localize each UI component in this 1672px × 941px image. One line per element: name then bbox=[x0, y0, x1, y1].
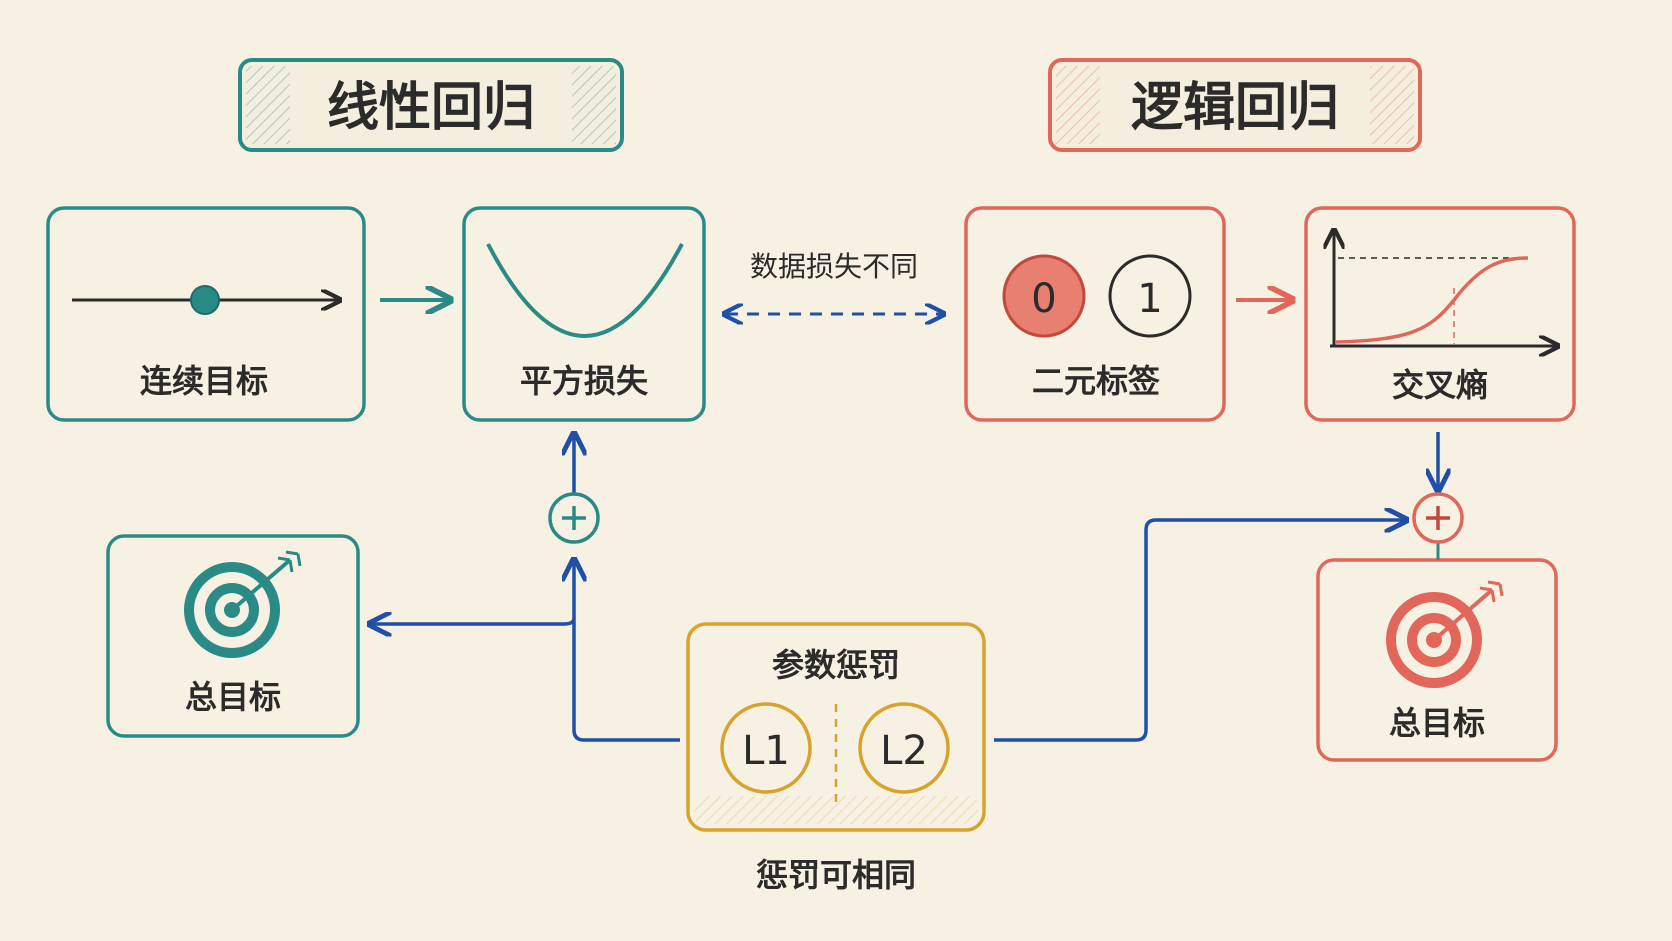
box-logistic-objective: 总目标 bbox=[1316, 558, 1558, 762]
title-logistic-hatch-left bbox=[1056, 66, 1100, 144]
box-linear-objective-frame bbox=[106, 534, 360, 738]
sigmoid-curve-icon bbox=[1330, 232, 1556, 346]
box-parameter-penalty: 参数惩罚 L1 L2 bbox=[686, 622, 986, 832]
data-loss-note: 数据损失不同 bbox=[750, 250, 918, 283]
penalty-l2-text: L2 bbox=[880, 728, 928, 774]
penalty-l2-circle bbox=[858, 702, 950, 794]
penalty-to-logistic-connector bbox=[994, 520, 1404, 742]
label-zero-digit: 0 bbox=[1031, 276, 1056, 322]
penalty-frame bbox=[686, 622, 986, 832]
box-binary-labels: 0 1 二元标签 bbox=[964, 206, 1226, 422]
title-linear-hatch-right bbox=[572, 66, 616, 144]
label-zero-circle bbox=[1002, 254, 1086, 338]
box-linear-objective: 总目标 bbox=[106, 534, 360, 738]
title-linear-hatch-left bbox=[246, 66, 290, 144]
title-logistic: 逻辑回归 bbox=[1048, 58, 1422, 152]
data-loss-comparison: 数据损失不同 bbox=[726, 250, 942, 314]
target-arrow-icon bbox=[184, 550, 302, 658]
plus-icon bbox=[548, 492, 600, 544]
penalty-l1-text: L1 bbox=[742, 728, 790, 774]
title-logistic-frame bbox=[1048, 58, 1422, 152]
cross-entropy-label: 交叉熵 bbox=[1392, 366, 1488, 404]
box-cross-entropy-frame bbox=[1304, 206, 1576, 422]
box-squared-loss: 平方损失 bbox=[462, 206, 706, 422]
logistic-objective-label: 总目标 bbox=[1389, 704, 1485, 742]
box-binary-labels-frame bbox=[964, 206, 1226, 422]
squared-loss-label: 平方损失 bbox=[520, 362, 649, 400]
box-cross-entropy: 交叉熵 bbox=[1304, 206, 1576, 422]
box-continuous-target-frame bbox=[46, 206, 366, 422]
linear-objective-label: 总目标 bbox=[185, 678, 281, 716]
label-one-digit: 1 bbox=[1137, 276, 1162, 322]
penalty-note: 惩罚可相同 bbox=[756, 856, 916, 894]
title-linear-frame bbox=[238, 58, 624, 152]
target-arrow-icon bbox=[1386, 580, 1504, 688]
plus-icon bbox=[1412, 492, 1464, 544]
penalty-hatch bbox=[694, 796, 978, 824]
box-continuous-target: 连续目标 bbox=[46, 206, 366, 422]
continuous-target-label: 连续目标 bbox=[140, 362, 268, 400]
title-linear-text: 线性回归 bbox=[327, 78, 535, 138]
title-logistic-hatch-right bbox=[1370, 66, 1414, 144]
label-one-circle bbox=[1108, 254, 1192, 338]
title-linear: 线性回归 bbox=[238, 58, 624, 152]
box-squared-loss-frame bbox=[462, 206, 706, 422]
number-line-icon bbox=[72, 285, 338, 315]
binary-labels-label: 二元标签 bbox=[1032, 362, 1160, 400]
title-logistic-text: 逻辑回归 bbox=[1131, 78, 1339, 138]
penalty-l1-circle bbox=[720, 702, 812, 794]
penalty-title: 参数惩罚 bbox=[772, 646, 900, 684]
parabola-icon bbox=[486, 243, 684, 338]
penalty-to-linear-connector bbox=[372, 562, 680, 742]
